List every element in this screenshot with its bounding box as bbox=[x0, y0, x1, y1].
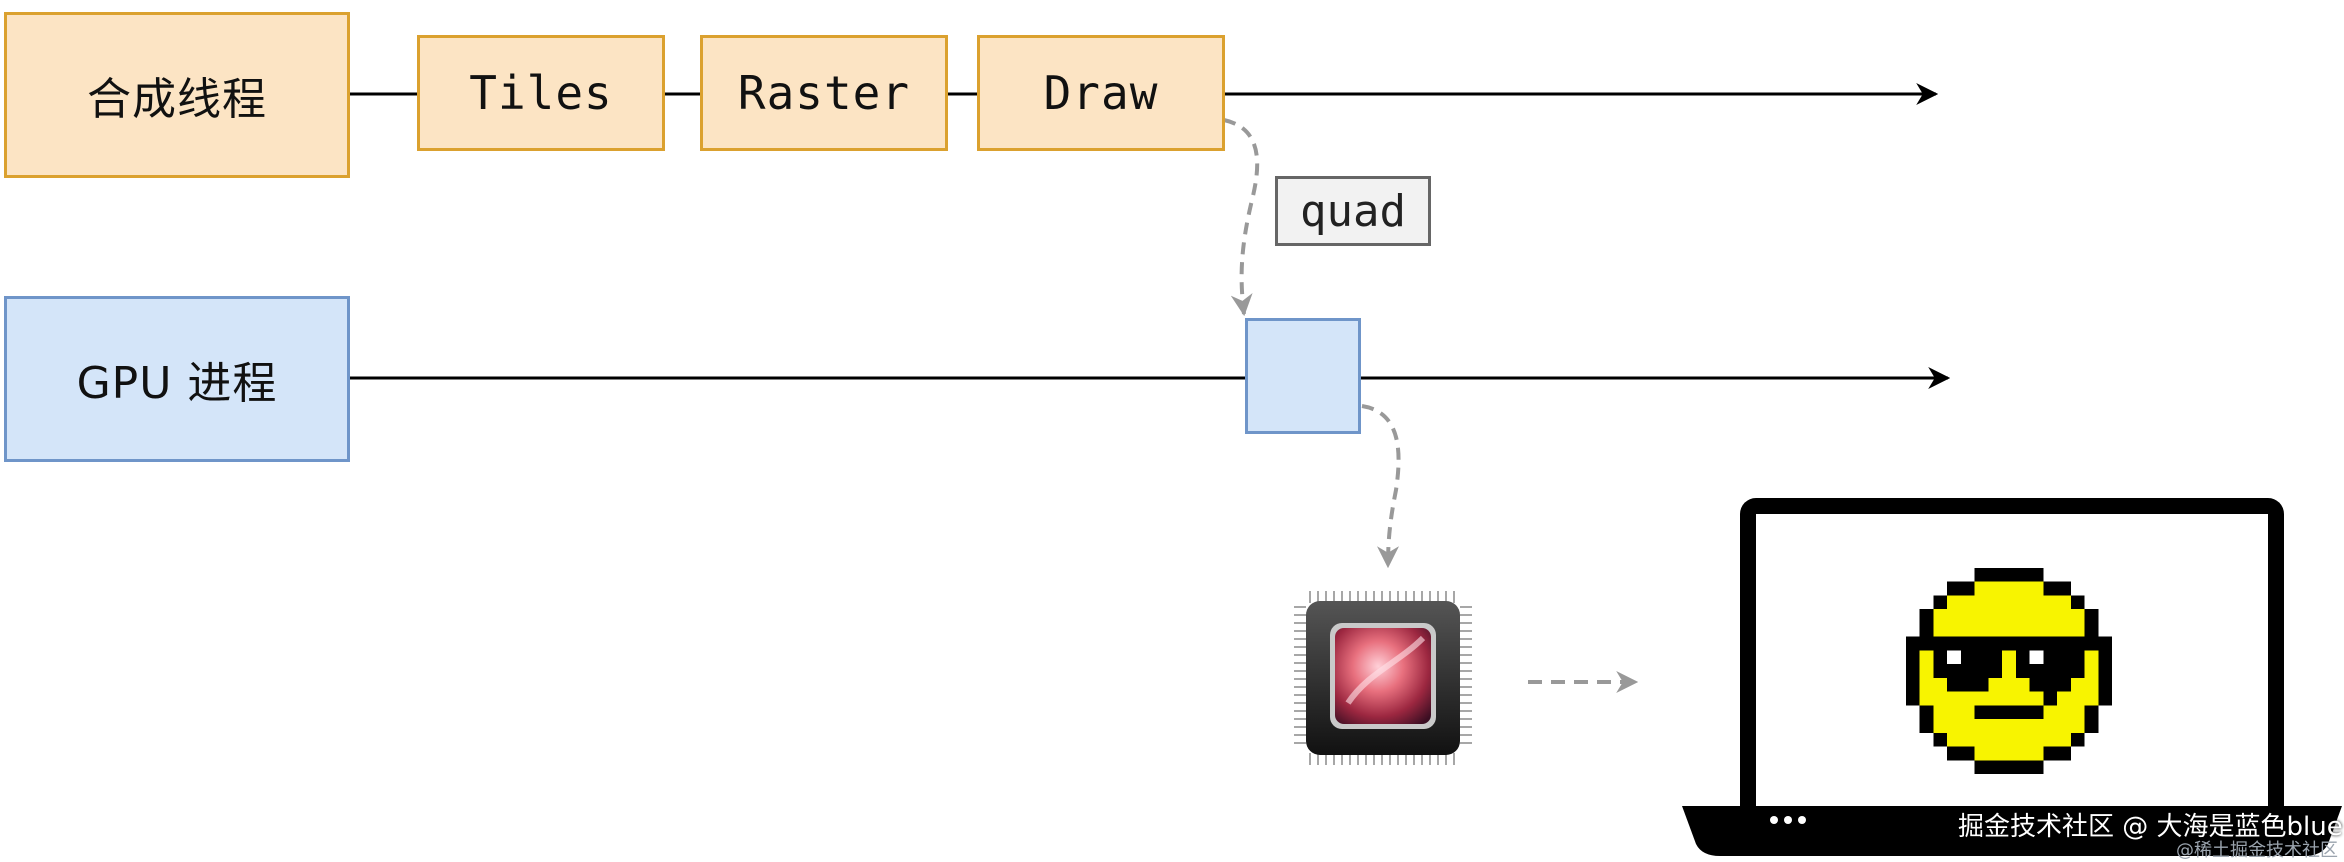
stage-tiles-label: Tiles bbox=[469, 66, 613, 120]
gpu-process-label: GPU 进程 bbox=[76, 358, 278, 409]
stage-raster: Raster bbox=[700, 35, 948, 151]
watermark-main: 掘金技术社区 @ 大海是蓝色blue bbox=[1958, 812, 2343, 842]
stage-draw-label: Draw bbox=[1043, 66, 1159, 120]
compositor-thread-label: 合成线程 bbox=[87, 74, 267, 125]
gpu-process-box: GPU 进程 bbox=[4, 296, 350, 462]
compositor-thread-box: 合成线程 bbox=[4, 12, 350, 178]
draw-to-gpu-arrow bbox=[1223, 118, 1260, 317]
gpu-to-chip-arrow bbox=[1361, 404, 1401, 569]
watermark-sub: @稀土掘金技术社区 bbox=[2176, 840, 2338, 861]
quad-label: quad bbox=[1275, 176, 1431, 246]
stage-tiles: Tiles bbox=[417, 35, 665, 151]
sunglasses-emoji-icon bbox=[1906, 568, 2112, 774]
gpu-chip-icon bbox=[1294, 591, 1472, 765]
gpu-work-block bbox=[1245, 318, 1361, 434]
stage-draw: Draw bbox=[977, 35, 1225, 151]
stage-raster-label: Raster bbox=[737, 66, 911, 120]
